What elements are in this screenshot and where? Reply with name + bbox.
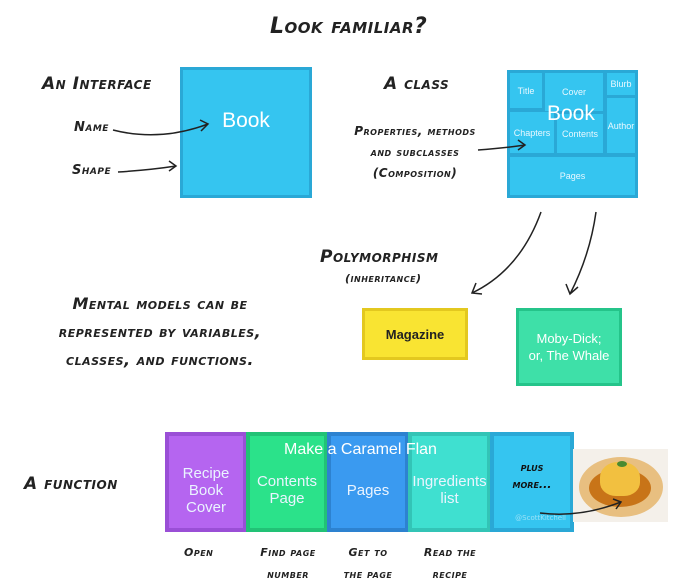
step-label: Cover [185,498,226,516]
caption-read-recipe: Read the recipe [412,542,488,583]
flan-icon [600,462,640,496]
class-annotation: Properties, methods and subclasses (Comp… [340,121,490,184]
mint-icon [617,461,627,467]
magazine-box: Magazine [362,308,468,360]
class-book-label: Book [547,102,595,125]
step-label: more... [512,478,552,491]
step-pages: Pages [327,432,409,532]
interface-book-label: Book [222,108,270,132]
mental-models-line: classes, and functions. [66,350,254,369]
overlay-title: Make a Caramel Flan [284,441,437,458]
step-plus-more: plus more... @ScottKitchell [490,432,574,532]
caption-line: the page [343,568,393,581]
step-label: Page [269,490,305,507]
step-label: plus [520,461,544,474]
annotation-line: and subclasses [370,145,460,159]
name-arrow [112,119,210,136]
caption-get-to-page: Get to the page [330,542,406,583]
annotation-line: (Composition) [372,166,458,180]
step-label: Contents [256,473,318,490]
magazine-label: Magazine [385,326,445,342]
part-cover: Cover [545,73,603,111]
function-heading: A function [24,474,118,494]
class-heading: A class [384,74,450,94]
part-pages: Pages [510,157,635,195]
annotation-line: Properties, methods [354,124,476,138]
page-title: Look familiar? [270,14,428,39]
step-label: Pages [346,481,390,499]
part-title: Title [510,73,542,108]
interface-book-box: Book [180,67,312,198]
caption-line: Find page [260,546,316,559]
part-author: Author [607,98,635,153]
polymorphism-heading: Polymorphism [320,247,439,267]
interface-heading: An Interface [42,74,152,94]
caption-line: number [267,568,309,581]
inheritance-arrow-moby [565,211,597,296]
part-blurb: Blurb [607,73,635,95]
moby-dick-box: Moby-Dick; or, The Whale [516,308,622,386]
step-label: Book [188,481,224,499]
part-contents: Contents [557,114,603,153]
caption-find-page: Find page number [250,542,326,583]
caption-line: Get to [348,546,388,559]
mental-models-text: Mental models can be represented by vari… [30,290,290,374]
mental-models-line: Mental models can be [72,294,248,313]
shape-arrow [117,160,178,173]
plus-more-arrow [539,498,623,515]
class-book-box: Title Cover Blurb Chapters Contents Auth… [507,70,638,198]
polymorphism-subheading: (inheritance) [345,272,422,285]
composition-arrow [477,139,527,151]
name-label: Name [74,120,109,135]
shape-label: Shape [72,163,112,178]
step-label: Ingredients [412,473,487,490]
flan-image [573,449,668,522]
step-label: list [440,490,459,507]
moby-dick-line: or, The Whale [528,348,610,363]
mental-models-line: represented by variables, [58,322,262,341]
step-label: Recipe [182,464,230,482]
watermark: @ScottKitchell [515,514,566,522]
caption-line: Open [184,546,214,559]
inheritance-arrow-magazine [470,211,542,295]
caption-line: Read the [423,546,477,559]
moby-dick-line: Moby-Dick; [536,331,602,346]
caption-open: Open [184,542,213,564]
caption-line: recipe [432,568,468,581]
